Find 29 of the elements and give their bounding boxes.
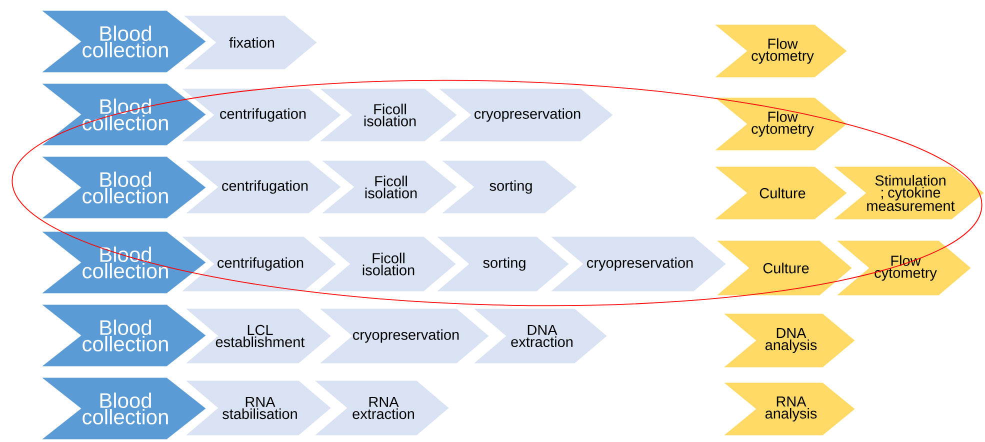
analysis-step: Culture: [710, 165, 850, 221]
processing-step: sorting: [432, 235, 572, 293]
analysis-step: Flow cytometry: [710, 96, 850, 152]
processing-step: centrifugation: [182, 159, 344, 215]
processing-step: RNA extraction: [310, 379, 452, 437]
processing-step: centrifugation: [178, 87, 344, 143]
collection-step: Blood collection: [38, 155, 208, 220]
analysis-step: Culture: [712, 239, 854, 297]
processing-step: DNA extraction: [470, 307, 610, 365]
processing-step: cryopreservation: [316, 307, 492, 365]
processing-step: cryopreservation: [434, 87, 616, 143]
collection-step: Blood collection: [38, 303, 208, 368]
processing-step: Ficoll isolation: [318, 159, 460, 215]
collection-step: Blood collection: [38, 376, 208, 441]
processing-step: cryopreservation: [546, 235, 728, 293]
processing-step: LCL establishment: [182, 307, 334, 365]
node-label: RNA extraction: [352, 396, 414, 420]
processing-step: centrifugation: [178, 235, 338, 293]
processing-step: Ficoll isolation: [316, 87, 460, 143]
analysis-step: RNA analysis: [720, 381, 858, 437]
processing-step: sorting: [438, 159, 580, 215]
collection-step: Blood collection: [38, 9, 208, 74]
processing-step: RNA stabilisation: [182, 379, 334, 437]
processing-step: Ficoll isolation: [314, 235, 458, 293]
collection-step: Blood collection: [38, 82, 208, 147]
analysis-step: DNA analysis: [720, 312, 858, 369]
analysis-step: Flow cytometry: [710, 23, 850, 79]
analysis-step: Stimulation ; cytokine measurement: [830, 165, 985, 221]
processing-step: fixation: [180, 14, 320, 71]
